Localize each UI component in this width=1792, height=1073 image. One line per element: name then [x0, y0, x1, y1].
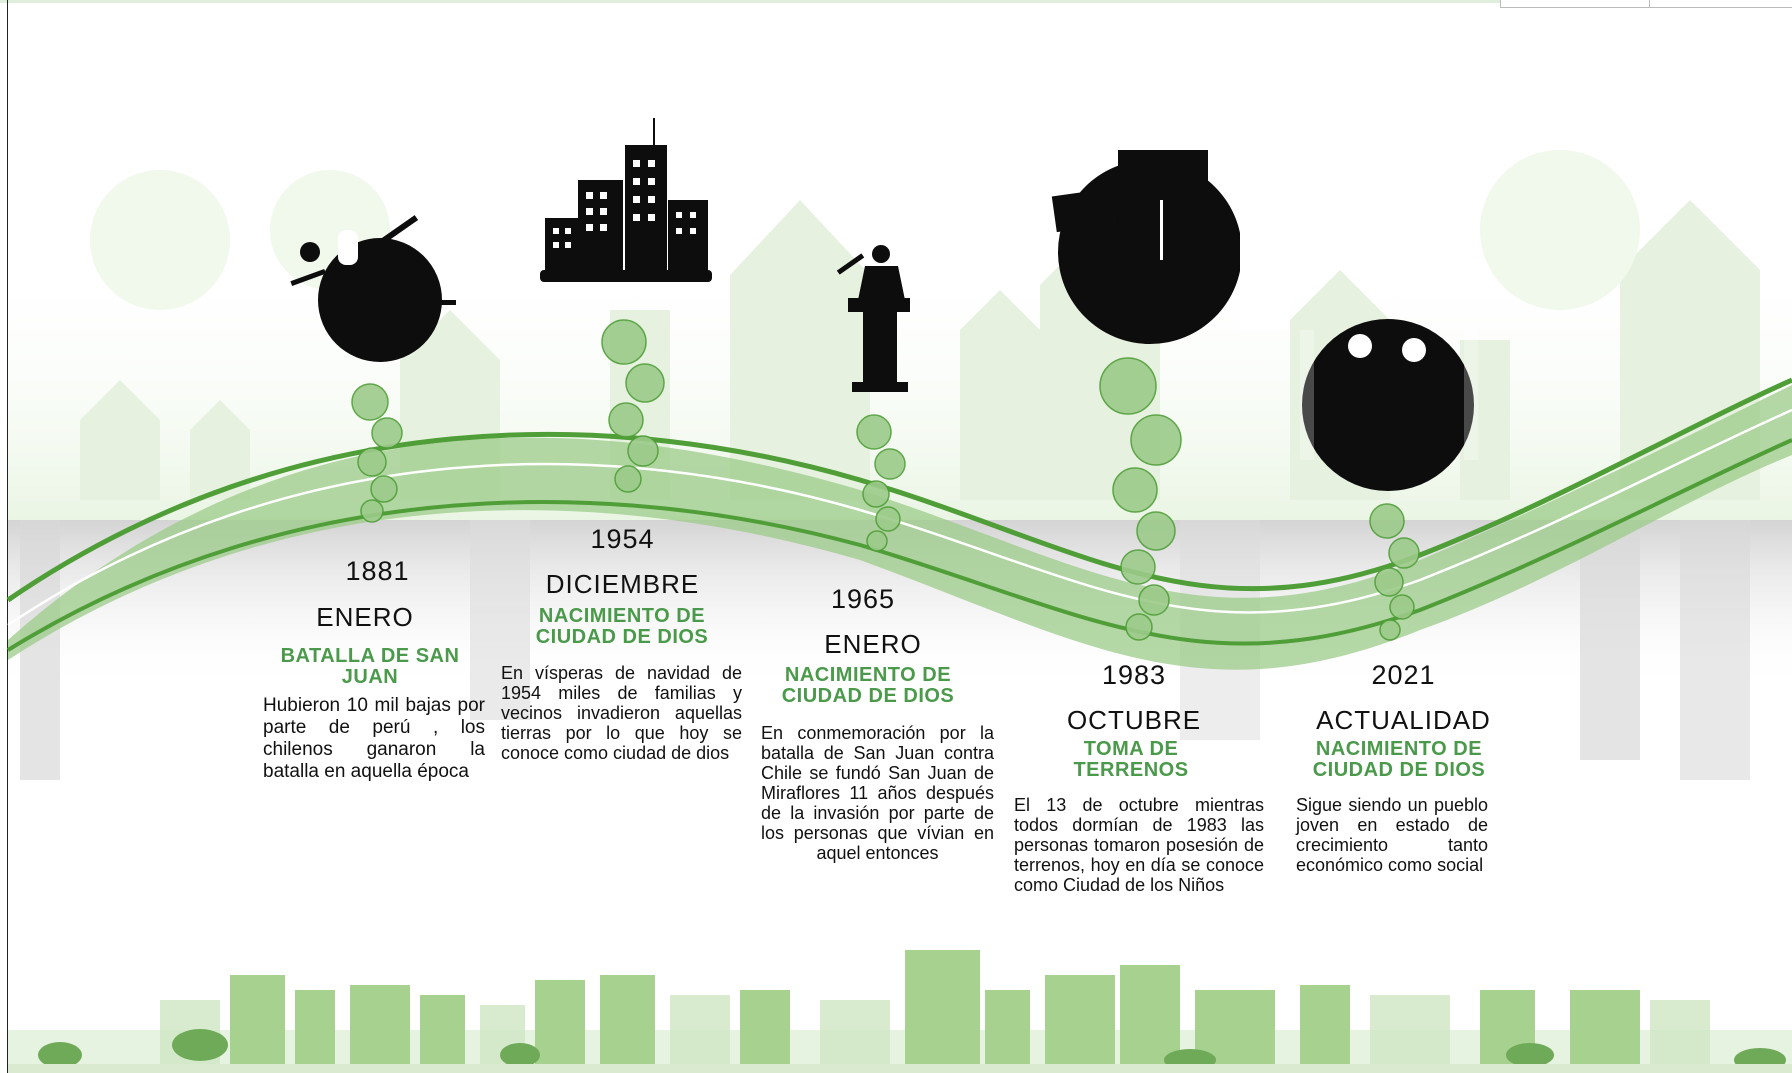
event-month: ENERO [316, 602, 414, 632]
timeline-event-1965: 1965 ENERO NACIMIENTO DE CIUDAD DE DIOS … [758, 584, 998, 863]
protesters-icon [1051, 150, 1290, 344]
event-year: 1965 [830, 584, 896, 614]
event-description: Sigue siendo un pueblo joven en estado d… [1296, 795, 1488, 875]
corner-frame [1500, 0, 1792, 8]
timeline-event-1983: 1983 OCTUBRE TOMA DE TERRENOS El 13 de o… [1014, 660, 1264, 895]
bubble-chain-4 [1099, 357, 1182, 641]
event-month: ENERO [824, 629, 922, 659]
bubble-chain-3 [856, 414, 906, 552]
event-year: 1983 [1101, 660, 1167, 690]
bubble-chain-1 [351, 383, 403, 523]
city-buildings-icon [540, 118, 712, 282]
event-headline: BATALLA DE SAN JUAN [280, 645, 460, 688]
event-year: 1881 [345, 556, 410, 586]
timeline-event-1881: 1881 ENERO BATALLA DE SAN JUAN Hubieron … [255, 556, 485, 783]
event-year: 1954 [590, 524, 655, 554]
event-headline: NACIMIENTO DE CIUDAD DE DIOS [1312, 738, 1486, 781]
event-headline: NACIMIENTO DE CIUDAD DE DIOS [781, 664, 955, 707]
timeline-event-1954: 1954 DICIEMBRE NACIMIENTO DE CIUDAD DE D… [500, 524, 745, 763]
event-description: En conmemoración por la batalla de San J… [761, 723, 994, 863]
event-headline: NACIMIENTO DE CIUDAD DE DIOS [535, 605, 709, 648]
event-description: En vísperas de navidad de 1954 miles de … [501, 663, 742, 763]
people-group-icon [1300, 319, 1478, 491]
left-border [7, 0, 8, 1073]
event-year: 2021 [1371, 660, 1436, 690]
event-description: El 13 de octubre mientras todos dormían … [1014, 795, 1264, 895]
bottom-city-skyline [8, 950, 1792, 1073]
soldiers-icon [290, 215, 456, 362]
bubble-chain-5 [1369, 503, 1420, 641]
event-month: DICIEMBRE [545, 569, 700, 599]
event-month: ACTUALIDAD [1316, 705, 1491, 735]
timeline-event-2021: 2021 ACTUALIDAD NACIMIENTO DE CIUDAD DE … [1286, 660, 1506, 875]
top-border [0, 0, 1792, 3]
event-headline: TOMA DE TERRENOS [1073, 738, 1189, 781]
event-description: Hubieron 10 mil bajas por parte de perú … [263, 695, 485, 782]
bubble-chain-2 [601, 319, 665, 493]
speaker-podium-icon [836, 245, 910, 392]
event-month: OCTUBRE [1066, 705, 1202, 735]
